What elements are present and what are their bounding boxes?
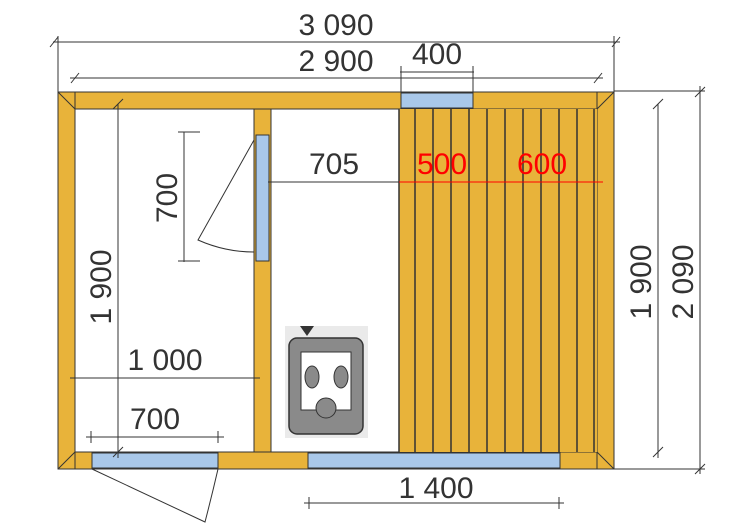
bench-top-label: 500 [417, 148, 467, 181]
partition-wall [253, 108, 272, 453]
inner-door-swing [197, 139, 255, 253]
door-height-label: 700 [151, 173, 184, 223]
bench-slats [398, 109, 597, 452]
window-width-label: 400 [412, 38, 462, 71]
dimension-lines [49, 36, 706, 509]
entrance-door-swing [91, 468, 219, 523]
bottom-window [307, 452, 561, 469]
right-wall [596, 91, 615, 470]
total-height-label: 2 090 [667, 244, 700, 319]
bottom-window-label: 1 400 [398, 472, 473, 505]
stove-gap-label: 705 [309, 148, 359, 181]
top-wall [57, 91, 615, 110]
left-room-width-label: 1 000 [127, 344, 202, 377]
top-window [400, 92, 474, 109]
stove-icon [285, 326, 368, 438]
left-wall [57, 91, 76, 470]
entrance-door-glass [91, 452, 219, 469]
bench-bottom-label: 600 [517, 148, 567, 181]
inner-width-label: 2 900 [298, 45, 373, 78]
partition-glass-door [255, 134, 270, 262]
door-width-label: 700 [130, 403, 180, 436]
inner-height-label: 1 900 [625, 244, 658, 319]
total-width-label: 3 090 [298, 9, 373, 42]
left-height-label: 1 900 [85, 249, 118, 324]
